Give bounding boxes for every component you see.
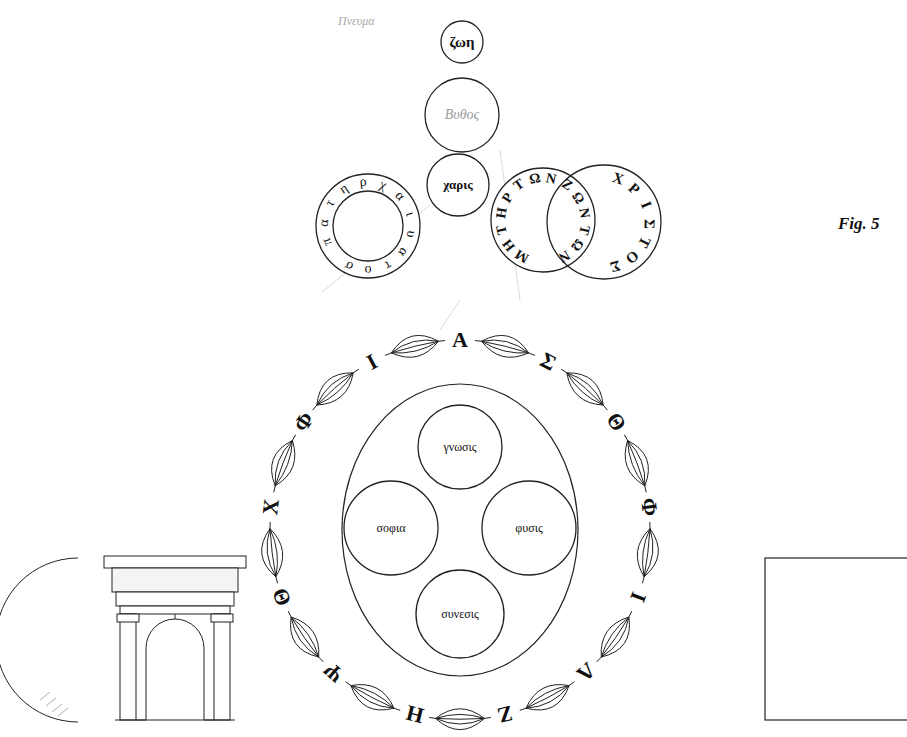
inscription-letter: Τ [635,234,653,250]
circle-label: φυσις [515,521,542,536]
depth-circle: Βυθος [424,77,500,153]
christ-circle: ΧΡΙΣΤΟΣ [546,164,662,280]
inscription-letter: α [317,218,332,226]
circle-outline [490,167,596,273]
mother-circle: ΜΗΤΗΡΤΩΝΖΩΝΤΩΝ [490,167,596,273]
inscription-letter: Τ [511,177,527,194]
inscription-letter: Ω [570,189,588,206]
inscription-letter: ι [403,210,417,218]
circular-inscription: πατηρχαιυατοσ [315,173,421,279]
inscription-letter: π [319,237,335,249]
inscription-letter: Ο [623,248,641,267]
inscription-letter: Ι [637,199,653,210]
oval-outline [342,384,578,676]
inscription-letter: Μ [513,247,531,266]
inscription-letter: τ [382,258,393,273]
circle-label: συνεσις [441,607,478,622]
inscription-letter: ο [365,263,372,277]
inscription-letter: Τ [576,224,592,236]
wisdom-circle: σοφια [343,480,439,576]
half-circle-figure [0,558,78,722]
circular-inscription: ΧΡΙΣΤΟΣ [546,164,662,280]
knowledge-circle: γνωσις [417,404,503,490]
father-ring: πατηρχαιυατοσ [315,173,421,279]
inscription-letter: Ν [577,207,592,219]
understanding-circle: συνεσις [415,569,505,659]
inscription-letter: Ρ [626,180,643,197]
inscription-letter: α [393,189,408,204]
circle-label: σοφια [377,521,406,536]
circle-label: ζωη [449,34,474,51]
circle-label: Βυθος [445,107,480,123]
inscription-letter: Ω [568,237,586,254]
inscription-letter: τ [323,197,338,209]
inscription-letter: η [337,181,351,197]
pencil-note: Πνευμα [338,14,375,29]
letter-chain-ring: ΑΣΘΦΙΛΖΗΨΘΧΦΙγνωσιςσοφιαφυσιςσυνεσις [264,334,656,726]
circular-inscription: ΜΗΤΗΡΤΩΝΖΩΝΤΩΝ [490,167,596,273]
inscription-letter: Χ [610,170,625,188]
grace-circle: χαρις [426,153,490,217]
ring-letter: Χ [258,496,284,519]
ring-letter: Ι [624,587,651,607]
ring-letter: Θ [600,407,632,438]
inscription-letter: ρ [359,175,367,190]
inscription-letter: Ζ [559,177,575,194]
inscription-letter: Σ [608,257,621,274]
inscription-letter: σ [342,258,355,274]
inscription-letter: Τ [494,224,510,236]
inscription-letter: Σ [641,218,656,228]
empty-frame [765,558,907,720]
lens-chain [262,335,659,729]
ring-letter: Ζ [494,701,518,729]
ring-letter: Φ [287,406,319,438]
ring-letter: Φ [635,495,662,520]
inscription-letter: Ν [545,171,558,187]
nature-circle: φυσις [481,480,577,576]
circle-label: γνωσις [443,440,476,455]
inscription-letter: Ν [556,248,572,265]
ring-letter: Σ [535,347,562,377]
inscription-letter: α [396,245,412,259]
inscription-letter: χ [378,177,389,192]
ring-letter: Ι [361,348,383,375]
inscription-letter: Η [494,207,510,220]
ring-letter: Θ [267,583,297,611]
figure-number: Fig. 5 [838,214,880,234]
inscription-letter: υ [404,229,419,238]
ring-letter: Η [401,700,427,728]
ring-letter: Α [450,328,470,352]
circle-label: χαρις [443,177,472,193]
life-circle: ζωη [440,20,484,64]
inscription-letter: Ω [528,171,542,187]
inscription-letter: Ρ [499,190,515,205]
arch-figure [104,556,246,720]
